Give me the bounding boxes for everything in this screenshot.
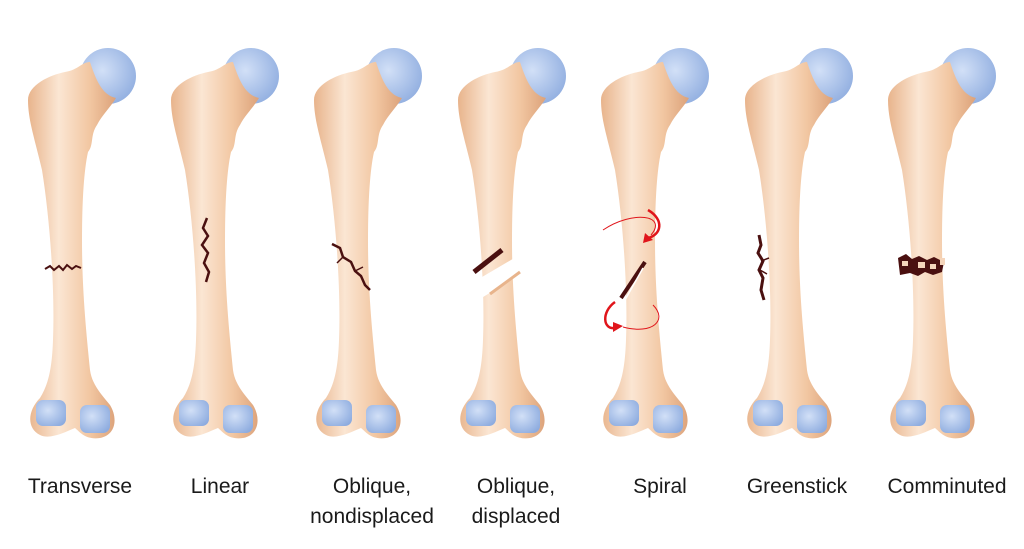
label-line-1: Linear bbox=[190, 475, 250, 498]
fracture-mark-oblique-d bbox=[460, 240, 560, 305]
bone-linear bbox=[171, 48, 279, 439]
bone-comminuted bbox=[888, 48, 996, 439]
fracture-mark-linear bbox=[200, 217, 211, 283]
label-line-2: displaced bbox=[471, 505, 561, 528]
label-linear: Linear bbox=[140, 472, 300, 502]
label-line-1: Oblique, bbox=[476, 475, 556, 498]
label-line-1: Spiral bbox=[633, 475, 687, 498]
fracture-mark-spiral bbox=[602, 208, 661, 332]
bone-greenstick bbox=[745, 48, 853, 439]
label-line-2: nondisplaced bbox=[310, 505, 434, 528]
fracture-mark-oblique-nd bbox=[331, 242, 371, 291]
label-line-1: Comminuted bbox=[887, 475, 1007, 498]
label-oblique-d: Oblique, displaced bbox=[436, 472, 596, 532]
label-oblique-nd: Oblique, nondisplaced bbox=[292, 472, 452, 532]
bone-transverse bbox=[28, 48, 136, 439]
fracture-mark-greenstick bbox=[756, 234, 770, 301]
label-comminuted: Comminuted bbox=[867, 472, 1024, 502]
fracture-mark-transverse bbox=[44, 263, 82, 272]
label-spiral: Spiral bbox=[580, 472, 740, 502]
label-transverse: Transverse bbox=[0, 472, 160, 502]
label-greenstick: Greenstick bbox=[717, 472, 877, 502]
fracture-mark-comminuted bbox=[898, 254, 945, 276]
label-line-1: Greenstick bbox=[746, 475, 848, 498]
bone-spiral bbox=[601, 48, 709, 439]
bone-oblique-d bbox=[458, 48, 566, 439]
label-line-1: Oblique, bbox=[332, 475, 412, 498]
bone-oblique-nd bbox=[314, 48, 422, 439]
label-line-1: Transverse bbox=[27, 475, 133, 498]
